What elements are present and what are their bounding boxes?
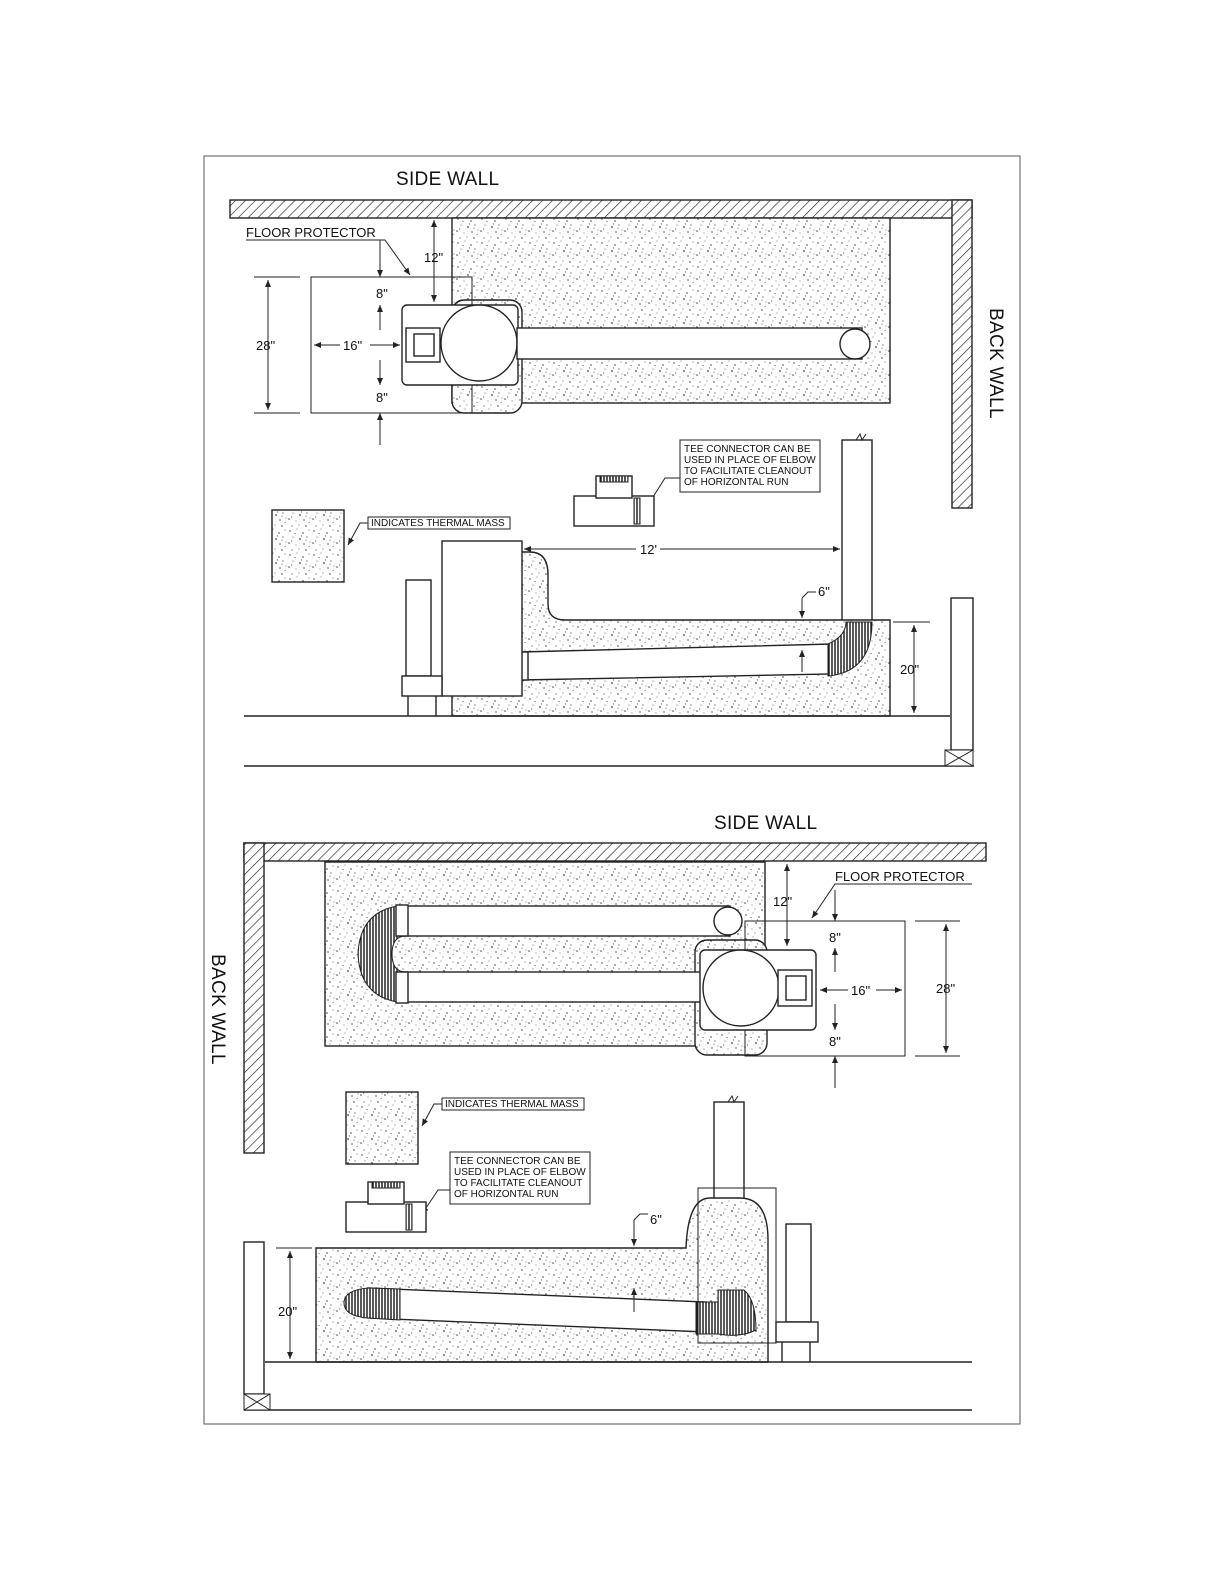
bottom-plan-view: SIDE WALL BACK WALL FLOOR PROTECTOR 12" …	[207, 813, 987, 1154]
back-wall-2	[243, 842, 265, 1154]
top-elevation-view: TEE CONNECTOR CAN BE USED IN PLACE OF EL…	[244, 432, 974, 767]
dim-front: 8"	[376, 286, 388, 301]
end-cap	[343, 1287, 401, 1321]
tee-note-box-2	[449, 1151, 591, 1205]
back-wall	[951, 199, 973, 509]
tee-note-line-2: USED IN PLACE OF ELBOW	[684, 455, 816, 466]
legend-swatch-2	[345, 1091, 419, 1165]
bottom-elevation-view: INDICATES THERMAL MASS TEE CONNECTOR CAN…	[243, 1091, 972, 1411]
tee-note-line-1: TEE CONNECTOR CAN BE	[684, 444, 811, 455]
stove-side-2	[785, 1223, 812, 1323]
dim-clearance: 12"	[424, 250, 443, 265]
tee-note-2-line-1: TEE CONNECTOR CAN BE	[454, 1156, 581, 1167]
horizontal-pipe	[516, 327, 863, 360]
tee-note-line-4: OF HORIZONTAL RUN	[684, 477, 788, 488]
back-wall-section-2	[243, 1241, 265, 1395]
stove-firebox-2	[697, 1187, 777, 1344]
chimney-pipe	[841, 439, 873, 623]
tee-note-box	[679, 439, 821, 493]
upper-pipe	[399, 905, 731, 937]
tee-note-2-line-3: TO FACILITATE CLEANOUT	[454, 1178, 582, 1189]
stove-firebox	[441, 540, 523, 697]
dim-height-2: 20"	[278, 1304, 297, 1319]
stove-barrel-2	[702, 949, 780, 1027]
dim-clearance-2: 12"	[773, 894, 792, 909]
dim-cover-2: 6"	[650, 1212, 662, 1227]
dim-depth: 28"	[256, 338, 275, 353]
thermal-mass	[451, 217, 891, 404]
dim-rear-2: 8"	[829, 1034, 841, 1049]
dim-run: 12'	[640, 542, 657, 557]
dim-rear: 8"	[376, 390, 388, 405]
side-wall-label-2: SIDE WALL	[714, 813, 817, 834]
elbow	[827, 621, 873, 677]
back-wall-section	[950, 597, 974, 751]
thermal-mass-2	[324, 861, 766, 1047]
dim-height: 20"	[900, 662, 919, 677]
lower-pipe	[399, 971, 706, 1003]
back-wall-label: BACK WALL	[985, 308, 1006, 419]
dim-width: 16"	[343, 338, 362, 353]
stove-door-inner	[413, 333, 435, 357]
legend-label-2: INDICATES THERMAL MASS	[445, 1099, 579, 1110]
back-wall-label-2: BACK WALL	[207, 954, 228, 1065]
dim-width-2: 16"	[851, 983, 870, 998]
stove-side	[405, 579, 432, 677]
elbow-2	[695, 1289, 757, 1336]
legend-swatch	[271, 509, 345, 583]
top-plan-view: SIDE WALL BACK WALL FLOOR PROTECTOR 12" …	[229, 169, 1006, 509]
legend-label: INDICATES THERMAL MASS	[371, 518, 505, 529]
tee-note-2-line-4: OF HORIZONTAL RUN	[454, 1189, 558, 1200]
tee-note-line-3: TO FACILITATE CLEANOUT	[684, 466, 812, 477]
tee-connector-icon-2	[345, 1181, 427, 1233]
tee-note-2-line-2: USED IN PLACE OF ELBOW	[454, 1167, 586, 1178]
stove-barrel	[440, 304, 518, 382]
side-wall	[229, 199, 973, 219]
dim-cover: 6"	[818, 584, 830, 599]
tee-connector-icon	[573, 475, 655, 527]
chimney-riser-2	[713, 906, 743, 936]
dim-depth-2: 28"	[936, 981, 955, 996]
side-wall-label: SIDE WALL	[396, 169, 499, 190]
drawing-border	[203, 155, 1021, 1425]
chimney-riser	[839, 328, 871, 360]
floor-protector-label: FLOOR PROTECTOR	[246, 225, 376, 240]
floor-protector-label-2: FLOOR PROTECTOR	[835, 869, 965, 884]
dim-front-2: 8"	[829, 930, 841, 945]
side-wall-2	[243, 842, 987, 862]
